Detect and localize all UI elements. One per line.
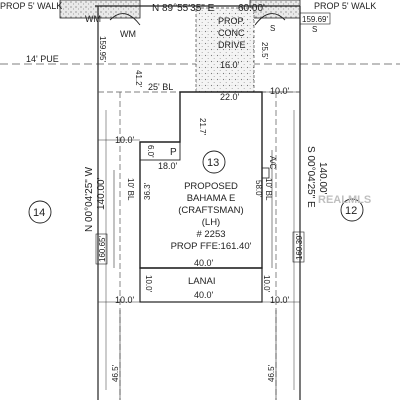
- wm-elev-left: 159.95': [98, 36, 107, 62]
- house-dim-notch: 21.7': [198, 118, 207, 136]
- house-label-line-5: # 2253: [196, 229, 225, 240]
- driveway-label-3: DRIVE: [218, 40, 246, 50]
- house-footprint: [139, 91, 263, 269]
- house-label-line-3: (CRAFTSMAN): [178, 205, 243, 216]
- lot-number-12: 12: [345, 205, 357, 217]
- lot-number-13: 13: [207, 157, 219, 169]
- lot-13-circle: [202, 150, 226, 174]
- sidewalk-label-left: PROP 5' WALK: [0, 1, 62, 11]
- left-offset-top: 10.0': [115, 135, 135, 145]
- wm-label-left-2: WM: [120, 29, 136, 39]
- lanai: [139, 267, 263, 303]
- rear-right-dim: 46.5': [267, 364, 276, 382]
- elev-label-right: 159.69': [302, 15, 328, 24]
- sidewalk-label-right: PROP 5' WALK: [314, 1, 376, 11]
- lot-number-14: 14: [33, 207, 45, 219]
- house-label-line-4: (LH): [202, 217, 220, 228]
- right-bl-label: 10' BL: [264, 178, 273, 201]
- left-elev: 160.65': [98, 236, 107, 262]
- house-dim-top: 22.0': [220, 92, 240, 102]
- right-lot-length: 140.00': [317, 162, 328, 195]
- left-lot-bearing: N 00°04'25" W: [84, 166, 95, 232]
- curb-arc-right: [254, 13, 286, 26]
- elev-box-right: [299, 12, 331, 25]
- porch-width: 18.0': [158, 161, 178, 171]
- house-label-line-6: PROP FFE:161.40': [171, 241, 252, 252]
- lot-14-circle: [28, 200, 52, 224]
- front-distance: 60.00': [238, 3, 265, 14]
- left-lot-length: 140.00': [96, 177, 107, 210]
- lanai-label: LANAI: [188, 276, 215, 287]
- porch-label: P: [170, 147, 177, 158]
- wm-label-left: WM: [85, 14, 101, 24]
- ac-label: A/C: [268, 156, 277, 170]
- right-offset-top: 10.0': [270, 86, 290, 96]
- driveway-width: 16.0': [220, 60, 240, 70]
- lanai-dim-left: 10.0': [144, 275, 153, 293]
- house-dim-left: 36.3': [143, 182, 152, 200]
- front-bl-label: 25' BL: [148, 82, 173, 92]
- right-lot-bearing: S 00°04'25" E: [305, 146, 316, 208]
- front-bearing: N 89°55'35" E: [152, 3, 215, 14]
- lot-12-circle: [340, 198, 364, 222]
- left-offset-bottom: 10.0': [115, 295, 135, 305]
- house-label-line-1: PROPOSED: [184, 181, 238, 192]
- curb-arc-left: [109, 13, 141, 26]
- front-depth-label: 41.2': [134, 70, 143, 88]
- rear-left-dim: 46.5': [111, 364, 120, 382]
- left-elev-box: [95, 233, 108, 265]
- left-bl-label: 10' BL: [126, 178, 135, 201]
- pue-label: 14' PUE: [26, 54, 59, 64]
- right-elev: 160.39': [295, 234, 304, 260]
- house-dim-bottom: 40.0': [194, 258, 214, 268]
- s-label-2: S: [312, 25, 317, 34]
- watermark: REALMLS: [318, 194, 371, 206]
- right-offset-bottom: 10.0': [270, 295, 290, 305]
- house-dim-right: 58.0': [254, 180, 263, 198]
- driveway: [195, 7, 255, 93]
- s-label-1: S: [270, 24, 275, 33]
- house-label-line-2: BAHAMA E: [187, 193, 236, 204]
- ac-pad: [261, 167, 270, 179]
- driveway-depth: 25.5': [260, 42, 269, 60]
- driveway-label-1: PROP.: [218, 16, 245, 26]
- lanai-dim-right: 10.0': [262, 275, 271, 293]
- driveway-label-2: CONC: [218, 28, 245, 38]
- porch: [139, 141, 181, 161]
- lanai-width: 40.0': [194, 290, 214, 300]
- right-elev-box: [292, 231, 305, 263]
- porch-height: 6.0': [146, 145, 155, 158]
